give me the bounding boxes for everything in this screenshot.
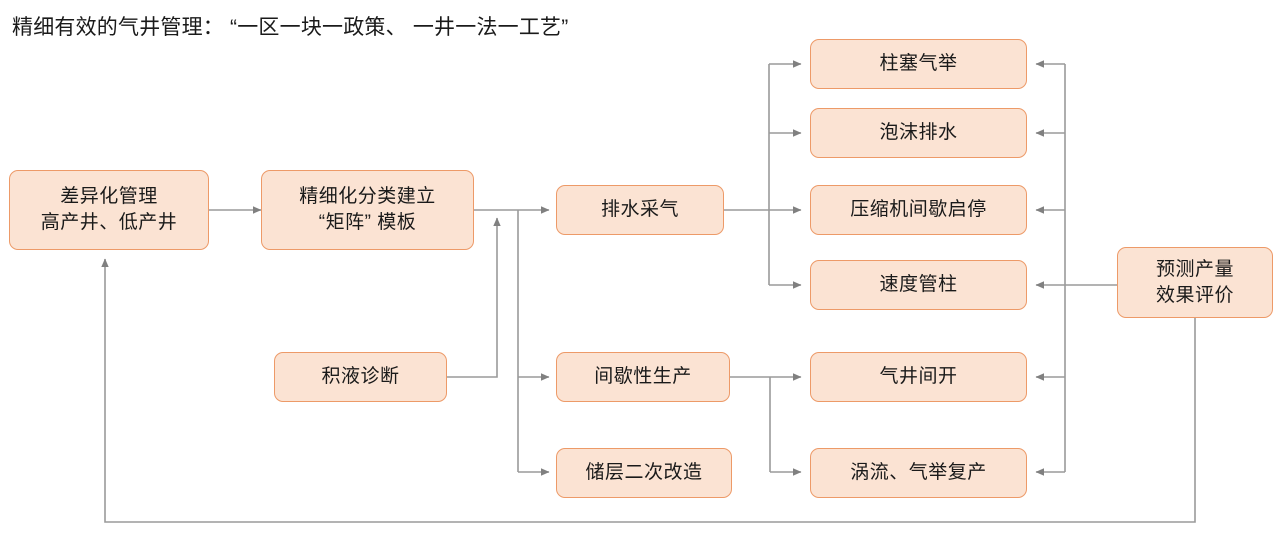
node-label-line2: 效果评价 <box>1155 284 1234 306</box>
node-label-line1: 涡流、气举复产 <box>850 462 987 483</box>
node-label-line1: 压缩机间歇启停 <box>850 199 987 220</box>
node-reservoir-restimulation[interactable]: 储层二次改造 <box>556 448 732 498</box>
node-label-line1: 泡沫排水 <box>879 122 958 143</box>
node-label-line1: 差异化管理 <box>60 186 158 207</box>
node-differentiated-management[interactable]: 差异化管理 高产井、低产井 <box>9 170 209 250</box>
node-compressor-intermittent[interactable]: 压缩机间歇启停 <box>810 185 1027 235</box>
node-forecast-evaluation[interactable]: 预测产量 效果评价 <box>1117 247 1273 318</box>
node-velocity-string[interactable]: 速度管柱 <box>810 260 1027 310</box>
node-label-line1: 气井间开 <box>879 366 958 387</box>
node-label-line1: 精细化分类建立 <box>299 186 436 207</box>
node-well-intermittent-open[interactable]: 气井间开 <box>810 352 1027 402</box>
node-label-line1: 柱塞气举 <box>879 53 958 74</box>
node-label-line1: 速度管柱 <box>879 274 958 295</box>
node-dewatering-gas-recovery[interactable]: 排水采气 <box>556 185 724 235</box>
page-title: 精细有效的气井管理： “一区一块一政策、 一井一法一工艺” <box>12 16 569 39</box>
node-label-line1: 间歇性生产 <box>594 366 692 387</box>
node-label-line1: 积液诊断 <box>321 366 400 387</box>
node-label-line1: 储层二次改造 <box>585 462 703 483</box>
node-classification-matrix[interactable]: 精细化分类建立 “矩阵” 模板 <box>261 170 474 250</box>
node-label-line1: 预测产量 <box>1155 258 1234 280</box>
node-intermittent-production[interactable]: 间歇性生产 <box>556 352 730 402</box>
node-foam-drainage[interactable]: 泡沫排水 <box>810 108 1027 158</box>
node-liquid-loading-diagnosis[interactable]: 积液诊断 <box>274 352 447 402</box>
node-label-line2: 高产井、低产井 <box>40 212 178 233</box>
node-label-line2: “矩阵” 模板 <box>318 212 417 233</box>
node-vortex-gaslift-restore[interactable]: 涡流、气举复产 <box>810 448 1027 498</box>
node-label-line1: 排水采气 <box>600 199 679 220</box>
node-plunger-lift[interactable]: 柱塞气举 <box>810 39 1027 89</box>
